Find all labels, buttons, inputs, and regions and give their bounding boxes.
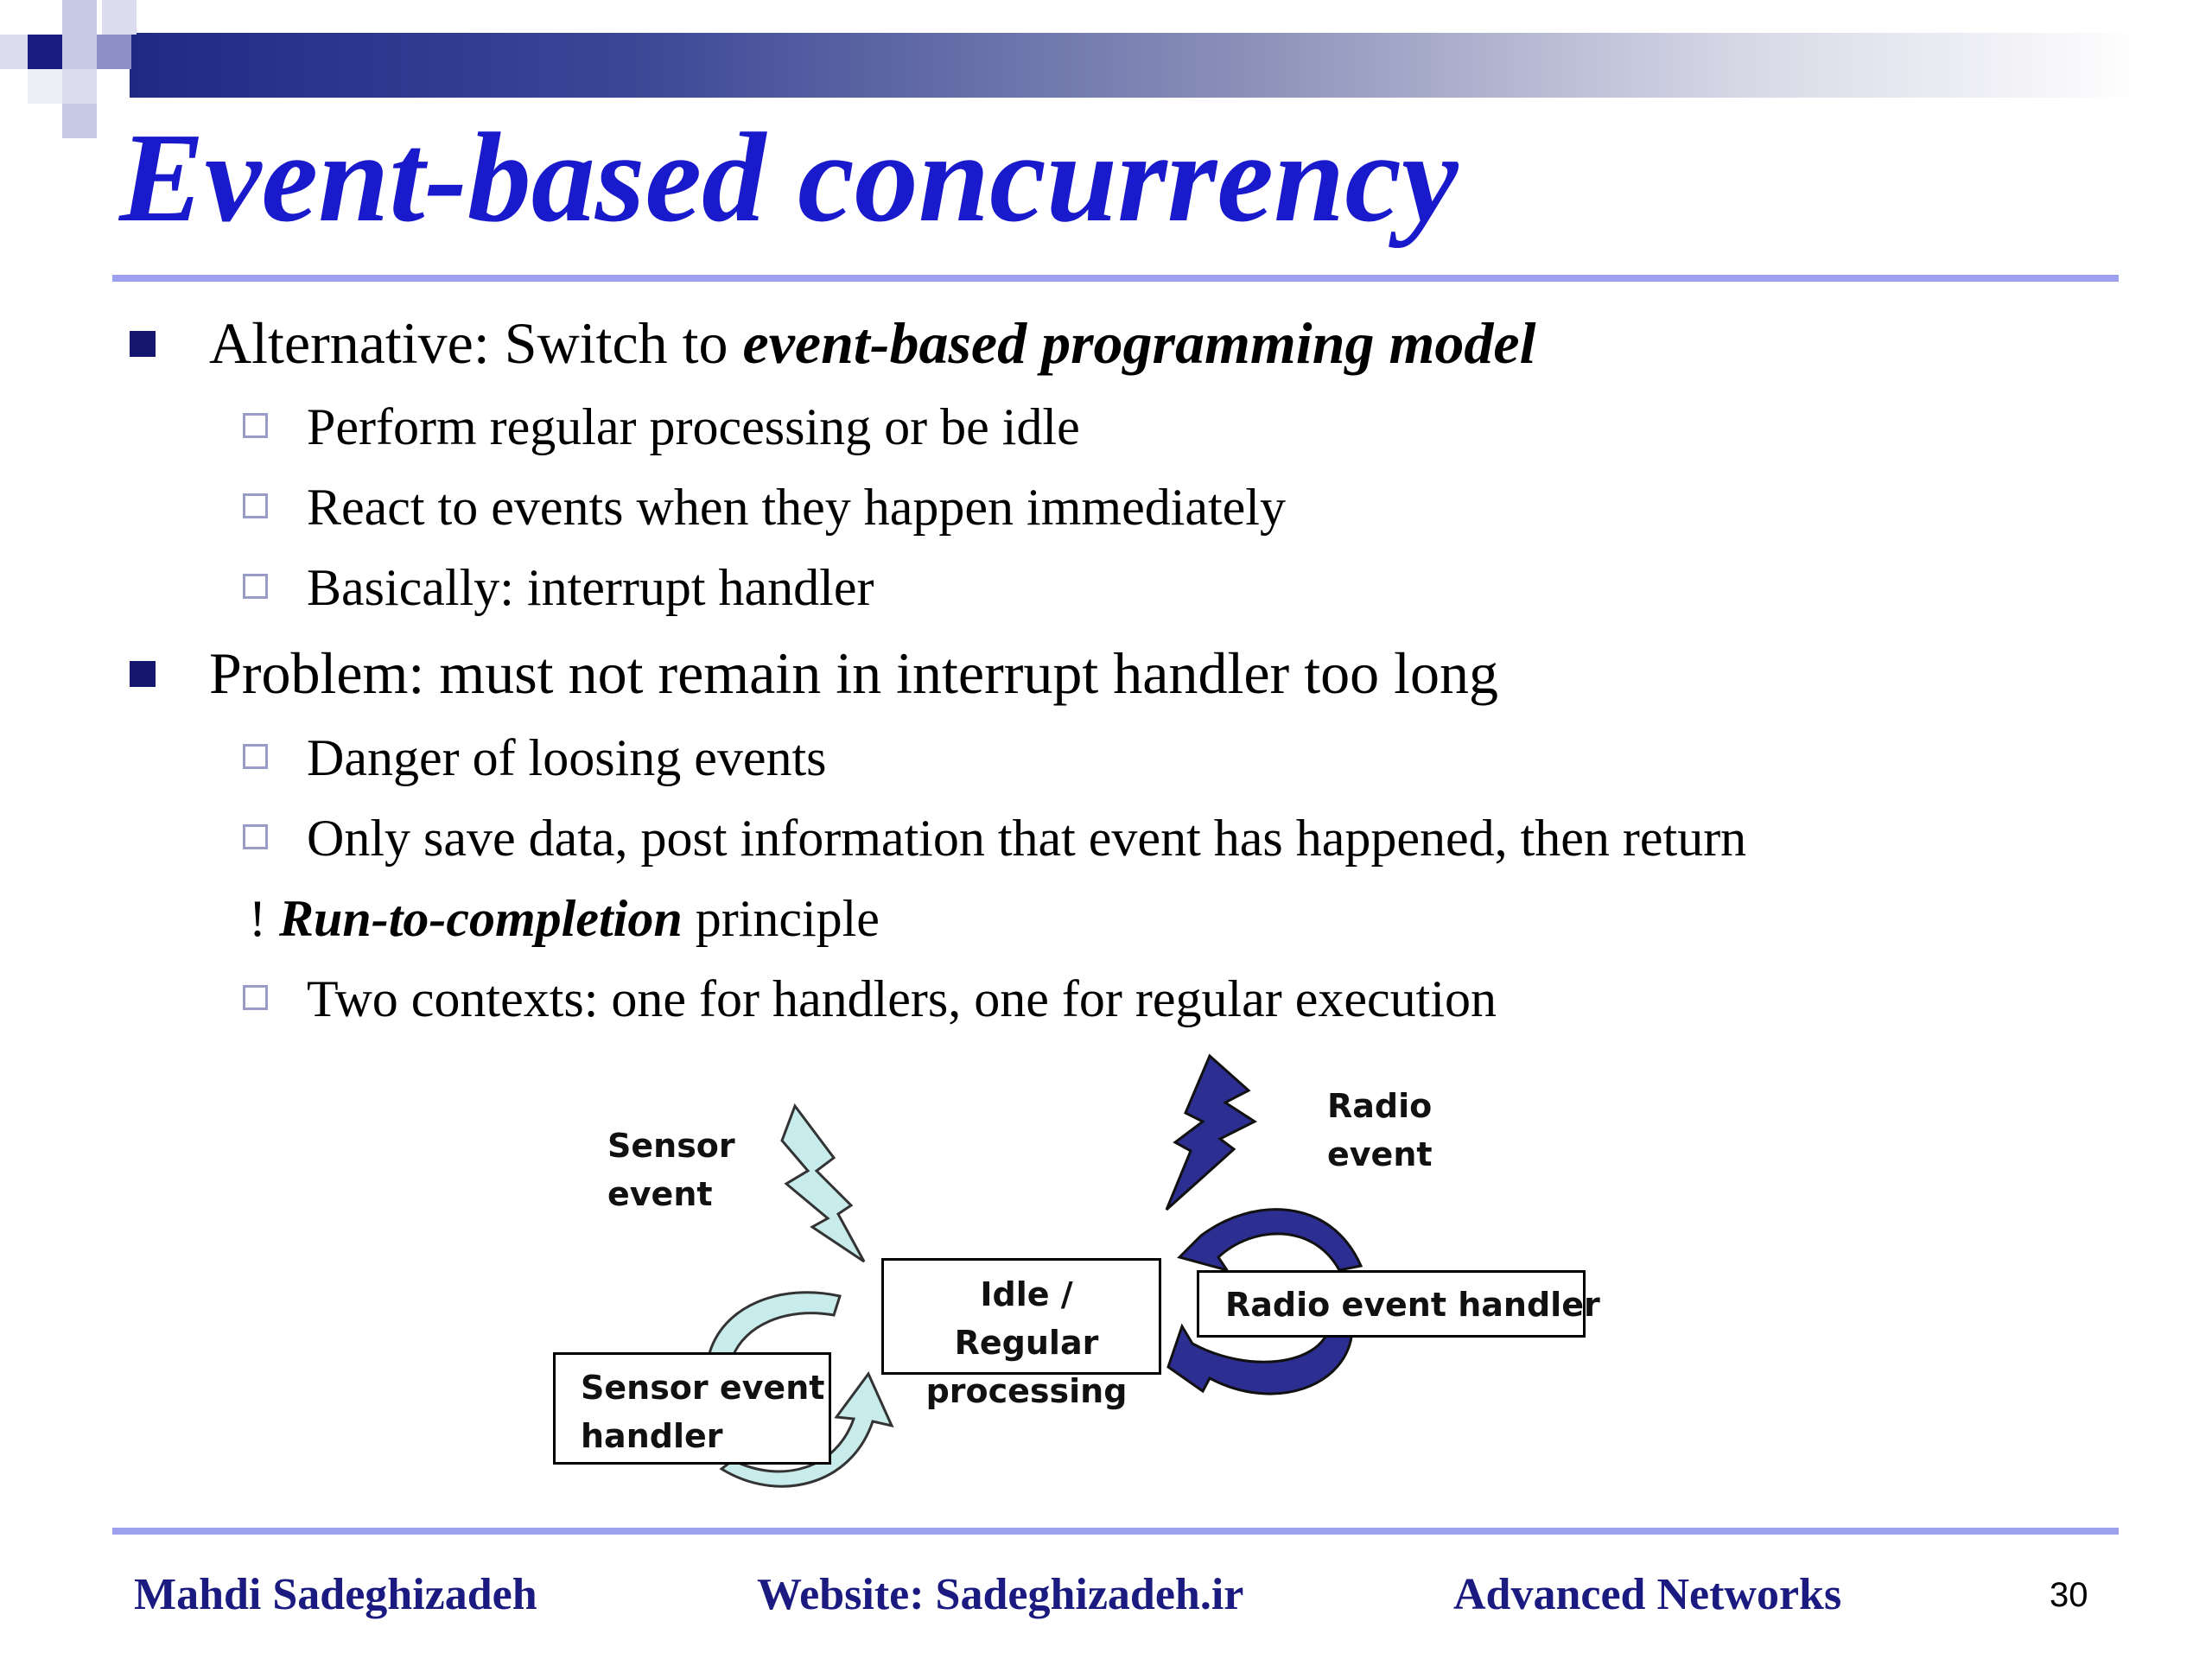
sub-bullet-text: Basically: interrupt handler [307,559,874,616]
header-square-decoration [97,35,131,69]
principle-note: ! Run-to-completion principle [249,893,880,944]
sub-bullet-square-icon [243,824,268,849]
radio-cycle-arrow-bottom [1166,1323,1354,1395]
idle-processing-label: Idle / Regular processing [925,1275,1128,1410]
note-mark: ! [249,890,279,947]
header-square-decoration [62,0,97,35]
radio-cycle-arrow-top [1177,1208,1363,1273]
bullet-prefix: Alternative: Switch to [209,310,743,376]
sub-bullet-text: Two contexts: one for handlers, one for … [307,970,1497,1027]
bullet-square-icon [130,661,156,687]
footer-author: Mahdi Sadeghizadeh [134,1570,537,1619]
bullet-square-icon [130,331,156,357]
radio-lightning-icon [1165,1053,1258,1211]
title-divider [112,275,2119,282]
bullet-emphasis: event-based programming model [742,310,1536,376]
note-suffix: principle [682,890,880,947]
sub-bullet-square-icon [243,493,268,518]
radio-handler-label: Radio event handler [1225,1286,1600,1324]
sub-bullet-square-icon [243,744,268,769]
sensor-cycle-arrow-top [707,1291,842,1358]
radio-handler-box [1197,1270,1586,1338]
bullet-text: Alternative: Switch to event-based progr… [209,314,1535,372]
bullet-text: Problem: must not remain in interrupt ha… [209,640,1498,706]
sensor-handler-label: Sensor event handler [581,1369,825,1455]
footer-divider [112,1528,2119,1535]
footer-course: Advanced Networks [1453,1570,1842,1619]
header-square-decoration [62,104,97,138]
slide-title: Event-based concurrency [119,107,1459,249]
sub-bullet-text: React to events when they happen immedia… [307,479,1286,536]
radio-event-label: Radio event [1327,1087,1433,1173]
sensor-cycle-arrow-bottom [719,1371,894,1488]
idle-processing-box [881,1258,1161,1375]
sub-bullet-text: Only save data, post information that ev… [307,810,1747,867]
sensor-handler-box [553,1352,831,1465]
sub-bullet-text: Perform regular processing or be idle [307,398,1080,455]
sub-bullet-square-icon [243,413,268,438]
sub-bullet-square-icon [243,985,268,1010]
footer-website: Website: Sadeghizadeh.ir [757,1570,1244,1619]
header-square-decoration [102,0,137,35]
note-emphasis: Run-to-completion [278,890,683,947]
page-number: 30 [2050,1576,2088,1614]
header-square-decoration [62,69,97,104]
sub-bullet-square-icon [243,574,268,599]
header-gradient-band [130,33,2143,98]
header-square-decoration [28,69,62,104]
sensor-lightning-icon [780,1103,866,1263]
sensor-event-label: Sensor event [607,1127,735,1213]
header-square-decoration [28,35,62,69]
sub-bullet-text: Danger of loosing events [307,729,827,786]
header-square-decoration [62,35,97,69]
